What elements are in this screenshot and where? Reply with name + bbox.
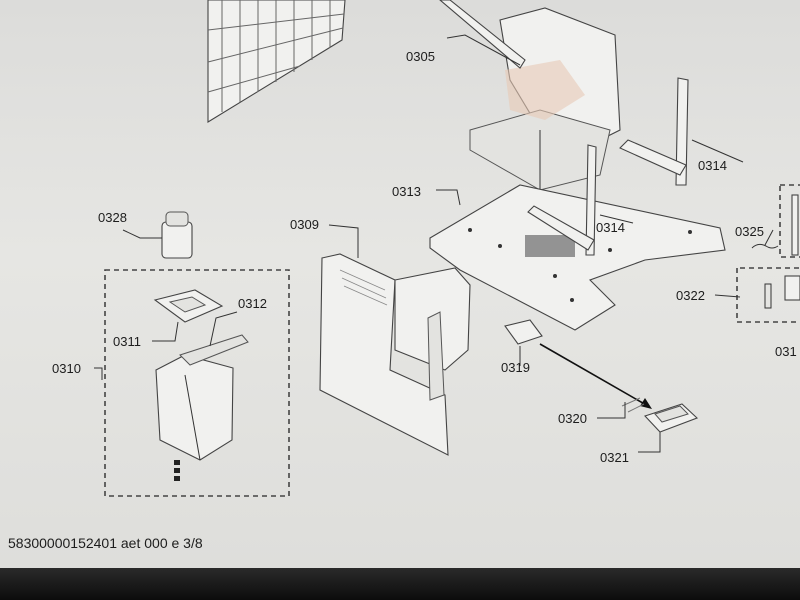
plate-0319: [504, 319, 543, 345]
grille-panel: [207, 0, 346, 123]
label-0318: 031: [775, 344, 797, 359]
label-0314-middle: 0314: [596, 220, 625, 235]
diagram-screen: 0305 0314 0313 0314 0309 0328 0325 0312 …: [0, 0, 800, 568]
bracket-0314-middle: [527, 144, 597, 256]
exploded-parts-diagram: 0305 0314 0313 0314 0309 0328 0325 0312 …: [52, 0, 800, 497]
water-tank-group-outline: [104, 269, 290, 497]
label-0322: 0322: [676, 288, 705, 303]
filter-cartridge-0328: [161, 211, 193, 259]
drip-part-0321: [644, 403, 699, 433]
label-0320: 0320: [558, 411, 587, 426]
part-group-right-edge: [779, 184, 800, 258]
label-0328: 0328: [98, 210, 127, 225]
side-panel-0309: [319, 253, 471, 456]
bracket-0314-right: [619, 77, 689, 186]
label-0311: 0311: [113, 334, 141, 349]
connector-group-0322: [736, 267, 800, 323]
label-0312: 0312: [238, 296, 267, 311]
label-0321: 0321: [600, 450, 629, 465]
tank-lid-0311: [153, 289, 224, 323]
label-0313: 0313: [392, 184, 421, 199]
water-tank-0312: [155, 334, 249, 481]
base-plate-0313: [429, 184, 726, 331]
assembly-arrow: [539, 343, 652, 409]
label-0305: 0305: [406, 49, 435, 64]
label-0319: 0319: [501, 360, 530, 375]
monitor-bezel: [0, 568, 800, 600]
lever-0305: [439, 0, 526, 69]
label-0310: 0310: [52, 361, 81, 376]
label-0325: 0325: [735, 224, 764, 239]
hose-0325: [751, 243, 779, 249]
label-0309: 0309: [290, 217, 319, 232]
part-labels: 0305 0314 0313 0314 0309 0328 0325 0312 …: [52, 49, 797, 465]
housing-frame: [469, 7, 621, 201]
leader-lines: [94, 34, 774, 453]
document-reference: 58300000152401 aet 000 e 3/8: [8, 535, 203, 551]
label-0314-right: 0314: [698, 158, 727, 173]
